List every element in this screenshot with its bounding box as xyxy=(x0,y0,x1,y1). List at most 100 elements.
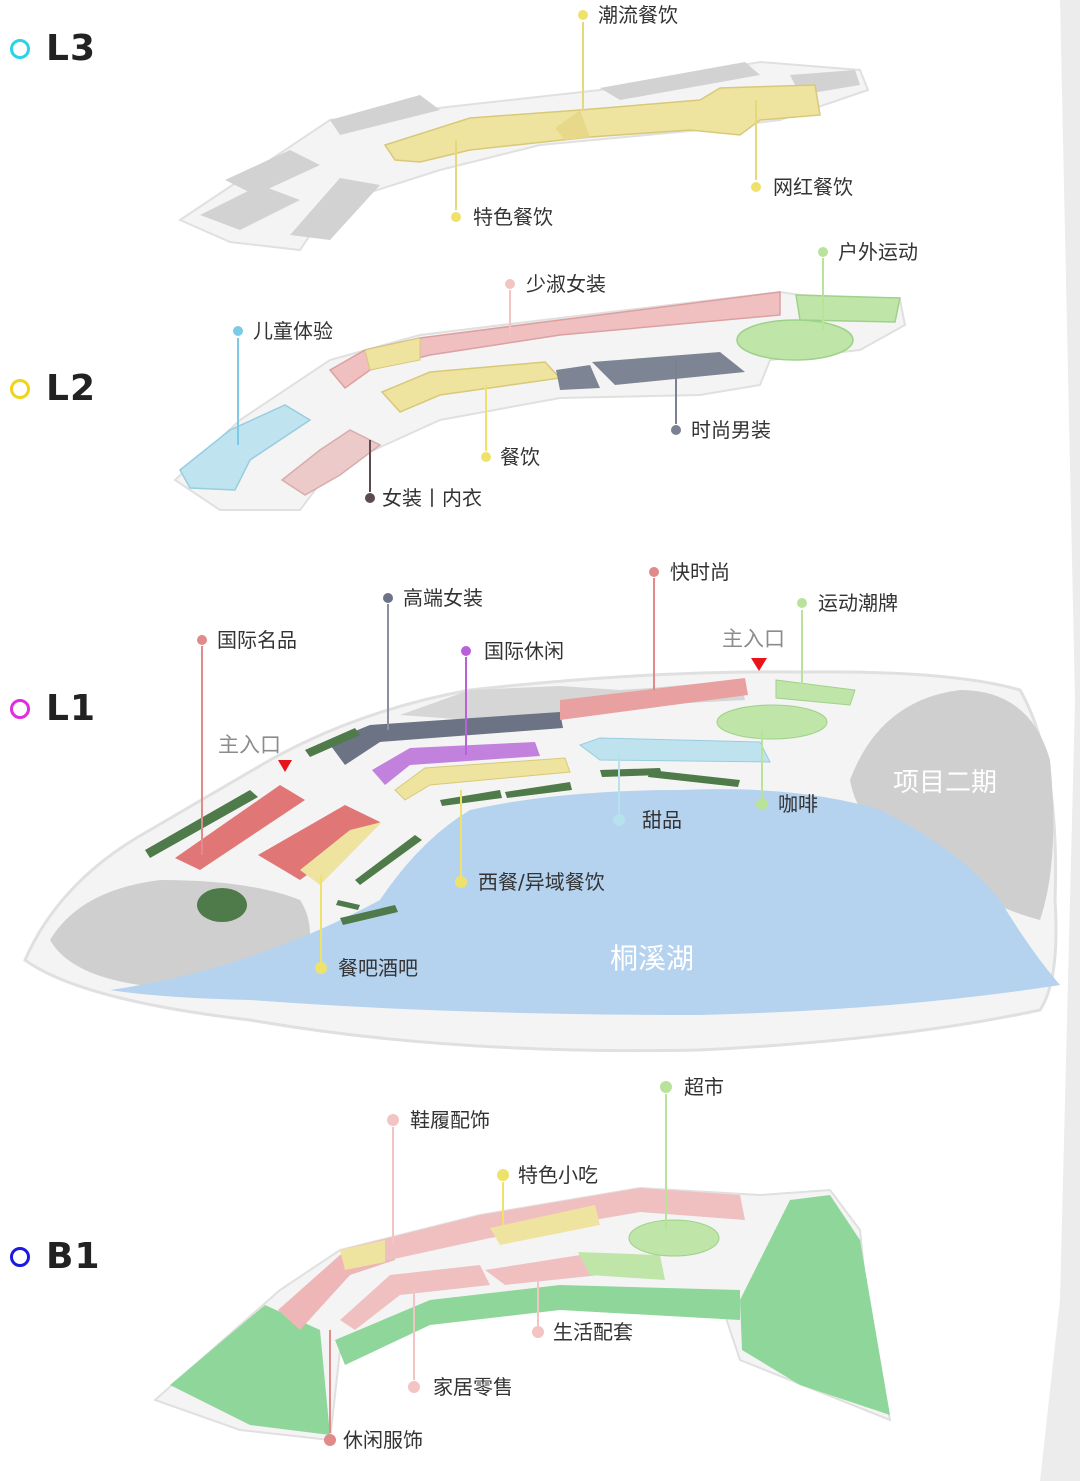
zone-dot xyxy=(455,876,467,888)
zone-dessert xyxy=(578,737,771,763)
floor-code: L2 xyxy=(46,368,96,409)
zone-dot xyxy=(497,1169,509,1181)
floor-label-l3[interactable]: L3 xyxy=(10,28,96,69)
zone-snack xyxy=(490,1205,600,1245)
zone-label[interactable]: 咖啡 xyxy=(778,792,818,816)
l3-callouts: 潮流餐饮 网红餐饮 特色餐饮 xyxy=(451,3,853,229)
l2-callouts: 户外运动 少淑女装 儿童体验 时尚男装 餐饮 女装丨内衣 xyxy=(233,240,918,510)
zone-dot xyxy=(481,452,491,462)
entrance-marker-icon xyxy=(278,760,292,772)
zone-western-dining xyxy=(394,757,571,801)
main-entrance-label[interactable]: 主入口 xyxy=(218,733,281,757)
zone-home xyxy=(340,1265,490,1330)
zone-dot xyxy=(365,493,375,503)
entrance-marker-icon xyxy=(751,658,767,671)
zone-dot xyxy=(756,798,768,810)
green-area xyxy=(740,1195,890,1415)
floor-ring-icon xyxy=(10,1246,30,1267)
zone-luxury-women xyxy=(328,712,563,765)
zone-label[interactable]: 户外运动 xyxy=(838,240,918,264)
zone-dining-small xyxy=(364,337,421,371)
gray-block xyxy=(290,178,380,240)
floor-code: B1 xyxy=(46,1236,101,1277)
floor-plan-l1 xyxy=(23,658,1060,1053)
zone-label[interactable]: 特色餐饮 xyxy=(473,205,553,229)
zone-intl-luxury xyxy=(175,785,305,870)
zone-dot xyxy=(613,814,625,826)
zone-label[interactable]: 女装丨内衣 xyxy=(382,486,482,510)
zone-label[interactable]: 超市 xyxy=(684,1075,724,1099)
zone-dot xyxy=(505,279,515,289)
zone-dot xyxy=(233,326,243,336)
gray-block xyxy=(225,150,320,195)
zone-label[interactable]: 快时尚 xyxy=(670,560,730,584)
zone-supermarket-strip xyxy=(578,1252,665,1280)
floor-ring-icon xyxy=(10,38,30,59)
zone-dot xyxy=(578,10,588,20)
floor-label-b1[interactable]: B1 xyxy=(10,1236,101,1277)
zone-intl-luxury xyxy=(258,805,380,880)
green-area xyxy=(335,1285,740,1365)
zone-label[interactable]: 餐吧酒吧 xyxy=(338,956,418,980)
zone-snack-small xyxy=(340,1240,385,1270)
zone-label[interactable]: 网红餐饮 xyxy=(773,175,853,199)
zone-shade xyxy=(555,110,590,140)
green-circle xyxy=(197,888,247,922)
zone-label[interactable]: 国际休闲 xyxy=(484,639,564,663)
zone-dot xyxy=(660,1081,672,1093)
zone-bar xyxy=(300,822,382,885)
zone-dot xyxy=(324,1434,336,1446)
zone-life xyxy=(485,1255,600,1285)
zone-dot xyxy=(383,593,393,603)
floor-label-l1[interactable]: L1 xyxy=(10,688,96,729)
floor-ring-icon xyxy=(10,698,30,719)
zone-label[interactable]: 运动潮牌 xyxy=(818,591,898,615)
zone-label[interactable]: 少淑女装 xyxy=(526,272,606,296)
zone-supermarket xyxy=(628,1219,720,1257)
zone-label[interactable]: 潮流餐饮 xyxy=(598,3,678,27)
lake-label: 桐溪湖 xyxy=(610,942,694,975)
zone-label[interactable]: 鞋履配饰 xyxy=(410,1108,490,1132)
phase2-area xyxy=(850,690,1054,920)
edge-decor xyxy=(1040,0,1080,1481)
floor-code: L1 xyxy=(46,688,96,729)
zone-intl-casual xyxy=(372,742,540,785)
zone-fast-fashion xyxy=(560,678,748,720)
main-entrance-label[interactable]: 主入口 xyxy=(722,627,785,651)
zone-dot xyxy=(451,212,461,222)
zone-label[interactable]: 时尚男装 xyxy=(691,418,771,442)
zone-sports xyxy=(775,679,856,706)
zone-label[interactable]: 甜品 xyxy=(642,808,682,832)
zone-dot xyxy=(387,1114,399,1126)
zone-coffee xyxy=(716,704,828,740)
zone-label[interactable]: 儿童体验 xyxy=(253,319,333,343)
zone-outdoor-round xyxy=(736,319,854,361)
zone-label[interactable]: 高端女装 xyxy=(403,586,483,610)
floor-plan-l3 xyxy=(177,60,870,252)
zone-dot xyxy=(649,567,659,577)
zone-label[interactable]: 国际名品 xyxy=(217,628,297,652)
zone-men xyxy=(556,365,600,390)
l1-callouts: 主入口 主入口 桐溪湖 项目二期 快时尚 高端女装 运动潮牌 国际名品 国际休闲… xyxy=(197,560,997,980)
gray-block xyxy=(600,62,760,100)
zone-label[interactable]: 家居零售 xyxy=(433,1375,513,1399)
floor-plan-l2 xyxy=(173,290,907,511)
zone-label[interactable]: 特色小吃 xyxy=(518,1163,598,1187)
zone-dot xyxy=(751,182,761,192)
zone-dot xyxy=(532,1326,544,1338)
lake-tongxi xyxy=(110,789,1060,1015)
zone-dining xyxy=(383,84,821,163)
floor-label-l2[interactable]: L2 xyxy=(10,368,96,409)
zone-dot xyxy=(818,247,828,257)
zone-dot xyxy=(197,635,207,645)
zone-label[interactable]: 西餐/异域餐饮 xyxy=(478,870,605,894)
floor-ring-icon xyxy=(10,378,30,399)
zone-label[interactable]: 休闲服饰 xyxy=(343,1428,423,1452)
gray-block xyxy=(330,95,440,135)
zone-men xyxy=(592,352,745,385)
zone-label[interactable]: 餐饮 xyxy=(500,445,540,469)
zone-label[interactable]: 生活配套 xyxy=(553,1320,633,1344)
zone-women-lingerie xyxy=(280,429,382,496)
